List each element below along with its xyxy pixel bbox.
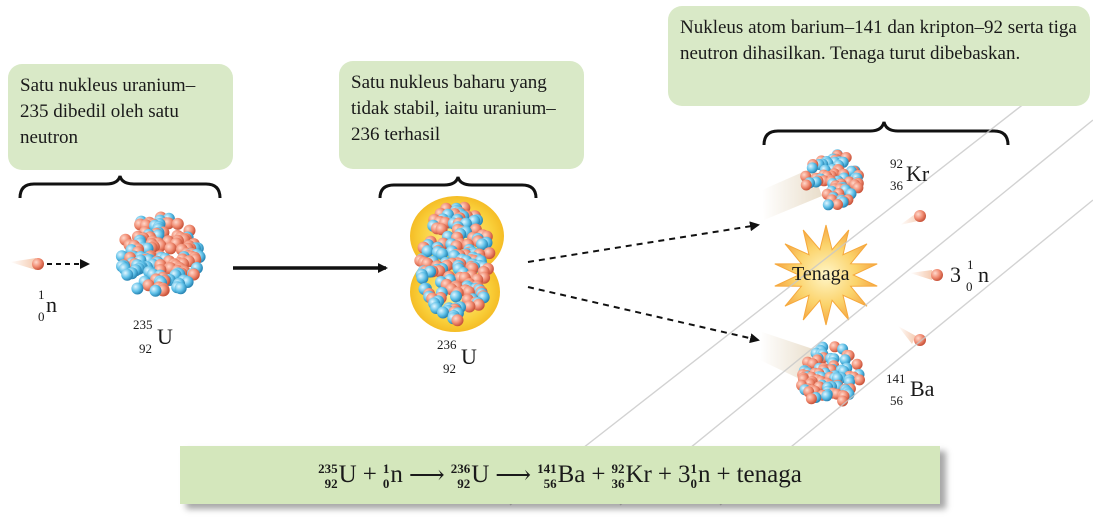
- uranium-235-label: 235 92 U: [133, 318, 183, 362]
- krypton-92-label: 92 36 Kr: [886, 157, 936, 197]
- released-neutron-icon-1: [900, 210, 926, 225]
- barium-141-label: 141 56 Ba: [884, 372, 944, 412]
- released-neutron-icon-2: [910, 269, 943, 281]
- released-neutron-icon-3: [898, 326, 926, 346]
- krypton-92-nucleus-icon: [800, 149, 864, 210]
- callout-unstable-u236: Satu nukleus baharu yang tidak stabil, i…: [339, 61, 584, 169]
- neutron-particle: [450, 290, 462, 302]
- proton-particle: [452, 314, 464, 326]
- neutron-particle: [437, 307, 449, 319]
- proton-particle: [854, 374, 865, 385]
- uranium-235-nucleus-icon: [116, 212, 206, 297]
- brace-icon-2: [380, 177, 536, 198]
- proton-particle: [852, 359, 863, 370]
- neutron-particle: [175, 282, 187, 294]
- proton-particle: [172, 218, 184, 230]
- three-neutrons-label: 3 1 0 n: [950, 262, 1010, 298]
- split-arrow-down: [528, 287, 758, 340]
- proton-particle: [801, 180, 812, 191]
- long-arrow-icon: ⟶: [409, 460, 445, 490]
- callout-products: Nukleus atom barium–141 dan kripton–92 s…: [668, 6, 1090, 106]
- brace-icon-3: [764, 122, 1008, 145]
- neutron-particle: [416, 272, 428, 284]
- neutron-particle: [821, 390, 832, 401]
- proton-particle: [806, 393, 817, 404]
- neutron-particle: [150, 285, 162, 297]
- uranium-236-label: 236 92 U: [437, 338, 487, 382]
- neutron-particle: [121, 269, 133, 281]
- callout-neutron-hits-u235: Satu nukleus uranium–235 dibedil oleh sa…: [8, 64, 233, 170]
- proton-particle: [165, 242, 177, 254]
- neutron-label: 1 0 n: [36, 288, 66, 328]
- brace-icon-1: [20, 176, 220, 198]
- incoming-neutron-icon: [10, 258, 44, 270]
- long-arrow-icon: ⟶: [495, 460, 531, 490]
- neutron-particle: [823, 199, 834, 210]
- split-arrow-up: [528, 225, 758, 262]
- energy-label: Tenaga: [792, 263, 849, 286]
- neutron-particle: [131, 283, 143, 295]
